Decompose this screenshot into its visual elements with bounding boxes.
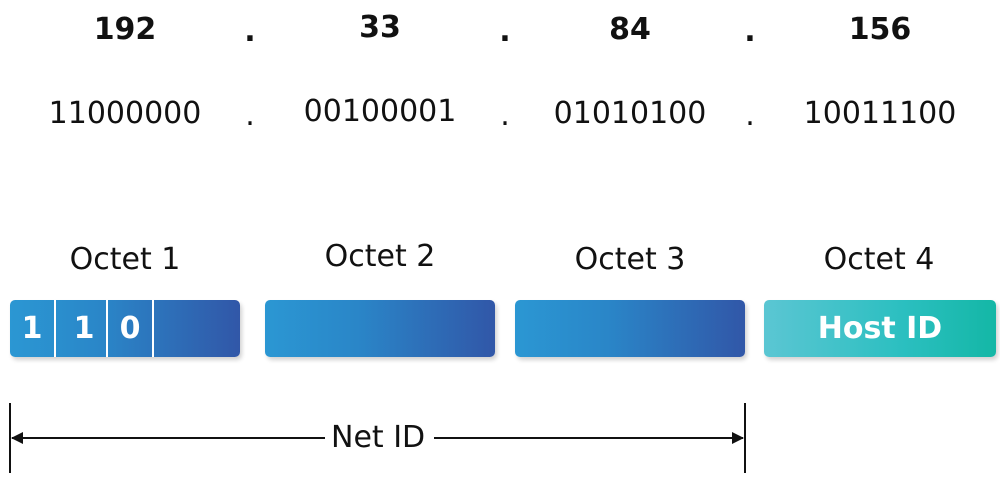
binary-octet-2: 00100001 — [303, 94, 457, 129]
binary-separator-2: . — [500, 98, 510, 133]
decimal-octet-1: 192 — [93, 12, 157, 47]
host-id-label: Host ID — [817, 311, 943, 346]
binary-octet-4: 10011100 — [803, 96, 957, 131]
net-id-right-arrowhead — [732, 432, 744, 444]
octet-bar-4: Host ID — [764, 300, 996, 357]
octet-bar-3 — [515, 300, 745, 357]
octet-label-3: Octet 3 — [574, 242, 686, 277]
decimal-separator-2: . — [499, 14, 511, 49]
binary-separator-3: . — [745, 98, 755, 133]
class-bit-2: 1 — [62, 300, 108, 357]
octet-label-2: Octet 2 — [324, 239, 436, 274]
decimal-separator-1: . — [244, 14, 256, 49]
octet-bar-1: 1 1 0 — [10, 300, 240, 357]
decimal-separator-3: . — [744, 14, 756, 49]
class-bit-3: 0 — [108, 300, 154, 357]
net-id-span — [9, 403, 746, 473]
net-id-left-arrowhead — [11, 432, 23, 444]
octet-label-1: Octet 1 — [69, 242, 181, 277]
octet-label-4: Octet 4 — [823, 242, 935, 277]
binary-separator-1: . — [245, 98, 255, 133]
net-id-label: Net ID — [325, 420, 432, 456]
decimal-octet-2: 33 — [359, 10, 401, 45]
decimal-octet-3: 84 — [609, 12, 651, 47]
class-bit-1: 1 — [10, 300, 56, 357]
octet-bar-2 — [265, 300, 495, 357]
binary-octet-1: 11000000 — [48, 96, 202, 131]
decimal-octet-4: 156 — [848, 12, 912, 47]
binary-octet-3: 01010100 — [553, 96, 707, 131]
